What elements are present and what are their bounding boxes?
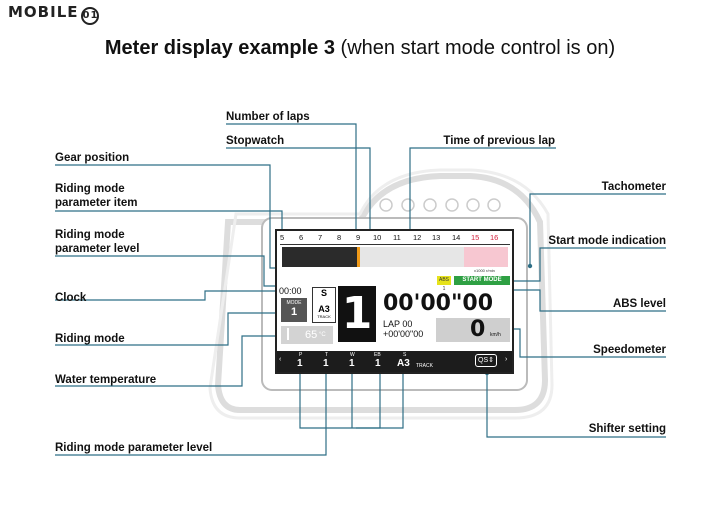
param-key-t: T (325, 352, 329, 358)
rpm-tick: 8 (337, 233, 342, 242)
param-key-s: S (403, 352, 407, 358)
start-mode-indicator: START MODE (454, 276, 510, 285)
tachometer-redzone (464, 247, 508, 267)
shifter-setting-box: QS⇕ (475, 354, 497, 367)
rpm-tick: 15 (471, 233, 480, 242)
shifter-updown-icon: ⇕ (488, 357, 494, 364)
param-val-eb: 1 (375, 358, 381, 369)
rpm-tick: 9 (356, 233, 361, 242)
rpm-tick: 10 (373, 233, 382, 242)
page-title: Meter display example 3 (when start mode… (104, 37, 616, 59)
param-val-p: 1 (297, 358, 303, 369)
scroll-left-icon: ‹ (279, 356, 282, 363)
param-sub-s: TRACK (416, 363, 433, 369)
param-key-p: P (299, 352, 303, 358)
param-key-w: W (350, 352, 355, 358)
rpm-scale: 5 6 7 8 9 10 11 12 13 14 15 16 (280, 233, 510, 245)
label-stopwatch: Stopwatch (226, 135, 285, 147)
label-time-of-previous-lap: Time of previous lap (443, 135, 555, 147)
speed-unit: km/h (490, 332, 501, 338)
param-val-t: 1 (323, 358, 329, 369)
clock-display: 00:00 (279, 286, 302, 296)
label-riding-mode: Riding mode (55, 333, 125, 345)
parameter-bar: ‹ › P 1 T 1 W 1 EB 1 S A3 TRACK QS⇕ (277, 351, 512, 372)
rpm-tick: 16 (490, 233, 499, 242)
rpm-tick: 12 (413, 233, 422, 242)
parameter-item: S (320, 288, 327, 298)
label-clock: Clock (55, 292, 87, 304)
riding-mode-box: MODE 1 (281, 298, 307, 322)
label-gear-position: Gear position (55, 152, 130, 164)
scroll-right-icon: › (505, 356, 508, 363)
label-riding-mode-parameter-item: Riding mode parameter item (55, 183, 138, 209)
lap-count: LAP 00 (383, 319, 413, 329)
rpm-tick: 7 (318, 233, 323, 242)
rpm-tick: 14 (452, 233, 461, 242)
rpm-tick: 13 (432, 233, 441, 242)
rpm-scale-line (280, 244, 510, 245)
param-key-eb: EB (374, 352, 381, 358)
riding-mode-label: MODE (286, 300, 302, 306)
label-shifter-setting: Shifter setting (588, 423, 666, 435)
label-riding-mode-parameter-level: Riding mode parameter level (55, 229, 140, 255)
label-start-mode-indication: Start mode indication (548, 235, 666, 247)
label-abs-level: ABS level (612, 298, 666, 310)
rpm-tick: 5 (280, 233, 285, 242)
parameter-track: TRACK (317, 314, 331, 319)
speedometer-box: 0 km/h (436, 318, 510, 342)
previous-lap-time: +00'00"00 (383, 329, 424, 339)
label-water-temperature: Water temperature (55, 374, 157, 386)
stopwatch-display: 00'00"00 (383, 291, 494, 316)
label-riding-mode-parameter-level-bottom: Riding mode parameter level (55, 442, 213, 454)
param-val-s: A3 (397, 358, 410, 369)
label-speedometer: Speedometer (593, 344, 666, 356)
rpm-unit: x1000 r/min (474, 268, 495, 273)
param-val-w: 1 (349, 358, 355, 369)
indicator-lamps (379, 198, 501, 212)
parameter-level: A3 (318, 304, 330, 314)
water-temp-box: 65 °C (281, 326, 333, 344)
speed-value: 0 (470, 317, 486, 342)
shifter-label: QS (478, 357, 489, 364)
rpm-tick: 6 (299, 233, 304, 242)
water-temp-unit: °C (319, 332, 326, 338)
label-number-of-laps: Number of laps (226, 111, 310, 123)
riding-mode-value: 1 (290, 306, 298, 318)
riding-mode-parameter-box: S A3 TRACK (312, 287, 336, 323)
tachometer-fill (282, 247, 360, 267)
label-tachometer: Tachometer (601, 181, 666, 193)
water-temp-value: 65 (305, 329, 318, 341)
tachometer-needle (357, 247, 360, 267)
gear-position-display: 1 (338, 286, 376, 342)
rpm-tick: 11 (393, 233, 401, 242)
abs-level-indicator: ABS 1 (437, 276, 451, 292)
thermometer-icon (287, 328, 297, 340)
